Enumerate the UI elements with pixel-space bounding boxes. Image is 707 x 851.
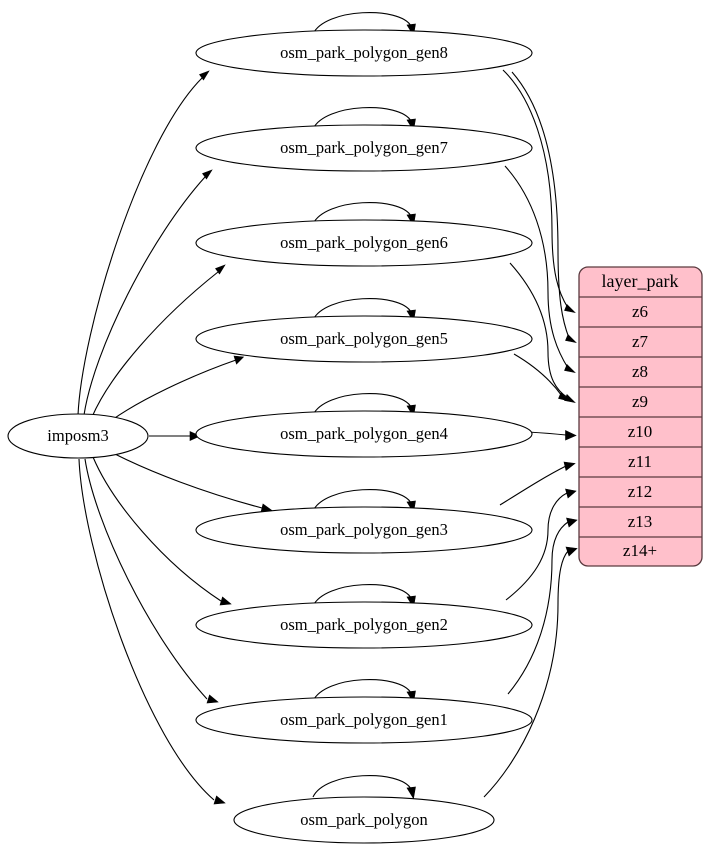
arrowhead-gen7-z8: [564, 363, 576, 373]
edge-gen6-z9: [509, 262, 569, 399]
arrowhead-gen1-z13: [566, 517, 578, 528]
layer-park-row-z14plus[interactable]: z14+: [623, 541, 657, 560]
edge-gen4-z10: [527, 431, 567, 436]
gen8-label: osm_park_polygon_gen8: [280, 43, 448, 62]
edge-imposm3-gen1: [84, 458, 208, 700]
arrowhead-gen8-z6: [564, 303, 576, 313]
imposm3-label: imposm3: [47, 426, 108, 445]
layer-park-row-z13[interactable]: z13: [628, 512, 653, 531]
imposm3-ellipse[interactable]: [7, 413, 149, 459]
base-ellipse[interactable]: [233, 796, 495, 844]
node-base[interactable]: osm_park_polygon: [233, 796, 495, 844]
edge-gen1-z13: [507, 521, 569, 695]
node-gen8[interactable]: osm_park_polygon_gen8: [195, 29, 533, 77]
arrowhead-gen8-z7: [565, 333, 577, 343]
edge-gen2-z12: [505, 492, 568, 601]
arrowhead-imposm3-base: [213, 795, 226, 805]
edges-to-layer-table: [483, 69, 578, 798]
node-gen6[interactable]: osm_park_polygon_gen6: [195, 219, 533, 267]
edge-imposm3-gen7: [83, 176, 206, 416]
edge-imposm3-gen5: [111, 359, 237, 421]
gen1-label: osm_park_polygon_gen1: [280, 710, 448, 729]
self-loop-gen6: [312, 202, 412, 225]
arrowhead-imposm3-gen5: [233, 355, 245, 365]
arrowhead-gen5-z9: [558, 391, 570, 402]
layer-park-row-z11[interactable]: z11: [628, 452, 652, 471]
gen8-ellipse[interactable]: [195, 29, 533, 77]
gen7-ellipse[interactable]: [195, 124, 533, 172]
gen2-ellipse[interactable]: [195, 601, 533, 649]
self-loop-gen5: [312, 298, 412, 321]
node-layer-park-table[interactable]: layer_park z6 z7 z8 z9 z10 z11 z12 z13 z…: [578, 266, 703, 567]
edge-gen7-z8: [504, 165, 569, 369]
layer-park-row-z8[interactable]: z8: [632, 362, 648, 381]
arrowhead-imposm3-gen4: [189, 431, 201, 441]
self-loop-gen8: [312, 12, 412, 35]
self-loop-gen1: [312, 679, 412, 702]
arrowhead-gen4-z10: [565, 430, 577, 441]
self-loop-base: [312, 775, 412, 798]
gen4-ellipse[interactable]: [195, 410, 533, 458]
arrowhead-imposm3-gen7: [202, 169, 213, 180]
layer-park-row-z7[interactable]: z7: [632, 332, 649, 351]
node-gen5[interactable]: osm_park_polygon_gen5: [195, 315, 533, 363]
gen6-ellipse[interactable]: [195, 219, 533, 267]
self-loop-gen4: [312, 393, 412, 416]
edge-base-z14p: [483, 550, 569, 798]
edge-imposm3-gen8: [77, 77, 203, 416]
gen5-ellipse[interactable]: [195, 315, 533, 363]
gen6-label: osm_park_polygon_gen6: [280, 233, 448, 252]
layer-park-header-label: layer_park: [602, 271, 679, 291]
node-gen3[interactable]: osm_park_polygon_gen3: [195, 506, 533, 554]
gen2-label: osm_park_polygon_gen2: [280, 615, 448, 634]
arrowhead-gen3-z11: [563, 461, 576, 472]
node-gen2[interactable]: osm_park_polygon_gen2: [195, 601, 533, 649]
node-gen7[interactable]: osm_park_polygon_gen7: [195, 124, 533, 172]
edge-gen5-z9: [513, 353, 563, 397]
edge-imposm3-gen3: [112, 452, 263, 509]
edge-gen3-z11: [499, 465, 567, 506]
edge-imposm3-base: [78, 458, 215, 801]
arrowhead-imposm3-gen8: [199, 70, 210, 81]
base-label: osm_park_polygon: [300, 810, 427, 829]
self-loop-gen3: [312, 489, 412, 512]
node-gen1[interactable]: osm_park_polygon_gen1: [195, 696, 533, 744]
gen3-label: osm_park_polygon_gen3: [280, 520, 448, 539]
arrowhead-self-loop-base: [406, 786, 416, 800]
layer-park-row-z6[interactable]: z6: [632, 302, 648, 321]
layer-park-row-z9[interactable]: z9: [632, 392, 648, 411]
node-gen4[interactable]: osm_park_polygon_gen4: [195, 410, 533, 458]
edge-imposm3-gen2: [92, 456, 222, 602]
edges-from-source: [77, 70, 273, 805]
node-imposm3[interactable]: imposm3: [7, 413, 149, 459]
gen1-ellipse[interactable]: [195, 696, 533, 744]
arrowhead-imposm3-gen2: [219, 596, 232, 606]
gen3-ellipse[interactable]: [195, 506, 533, 554]
edge-imposm3-gen6: [91, 271, 219, 418]
layer-park-row-z12[interactable]: z12: [628, 482, 653, 501]
arrowhead-gen2-z12: [565, 488, 577, 499]
arrowhead-base-z14p: [565, 546, 578, 557]
arrowhead-imposm3-gen1: [206, 694, 219, 704]
self-loop-gen7: [312, 107, 412, 130]
self-loop-gen2: [312, 584, 412, 607]
gen7-label: osm_park_polygon_gen7: [280, 138, 448, 157]
edge-gen8-z7: [511, 71, 570, 339]
gen4-label: osm_park_polygon_gen4: [280, 424, 448, 443]
arrowhead-imposm3-gen6: [215, 264, 226, 275]
layer-park-row-z10[interactable]: z10: [628, 422, 653, 441]
gen5-label: osm_park_polygon_gen5: [280, 329, 448, 348]
